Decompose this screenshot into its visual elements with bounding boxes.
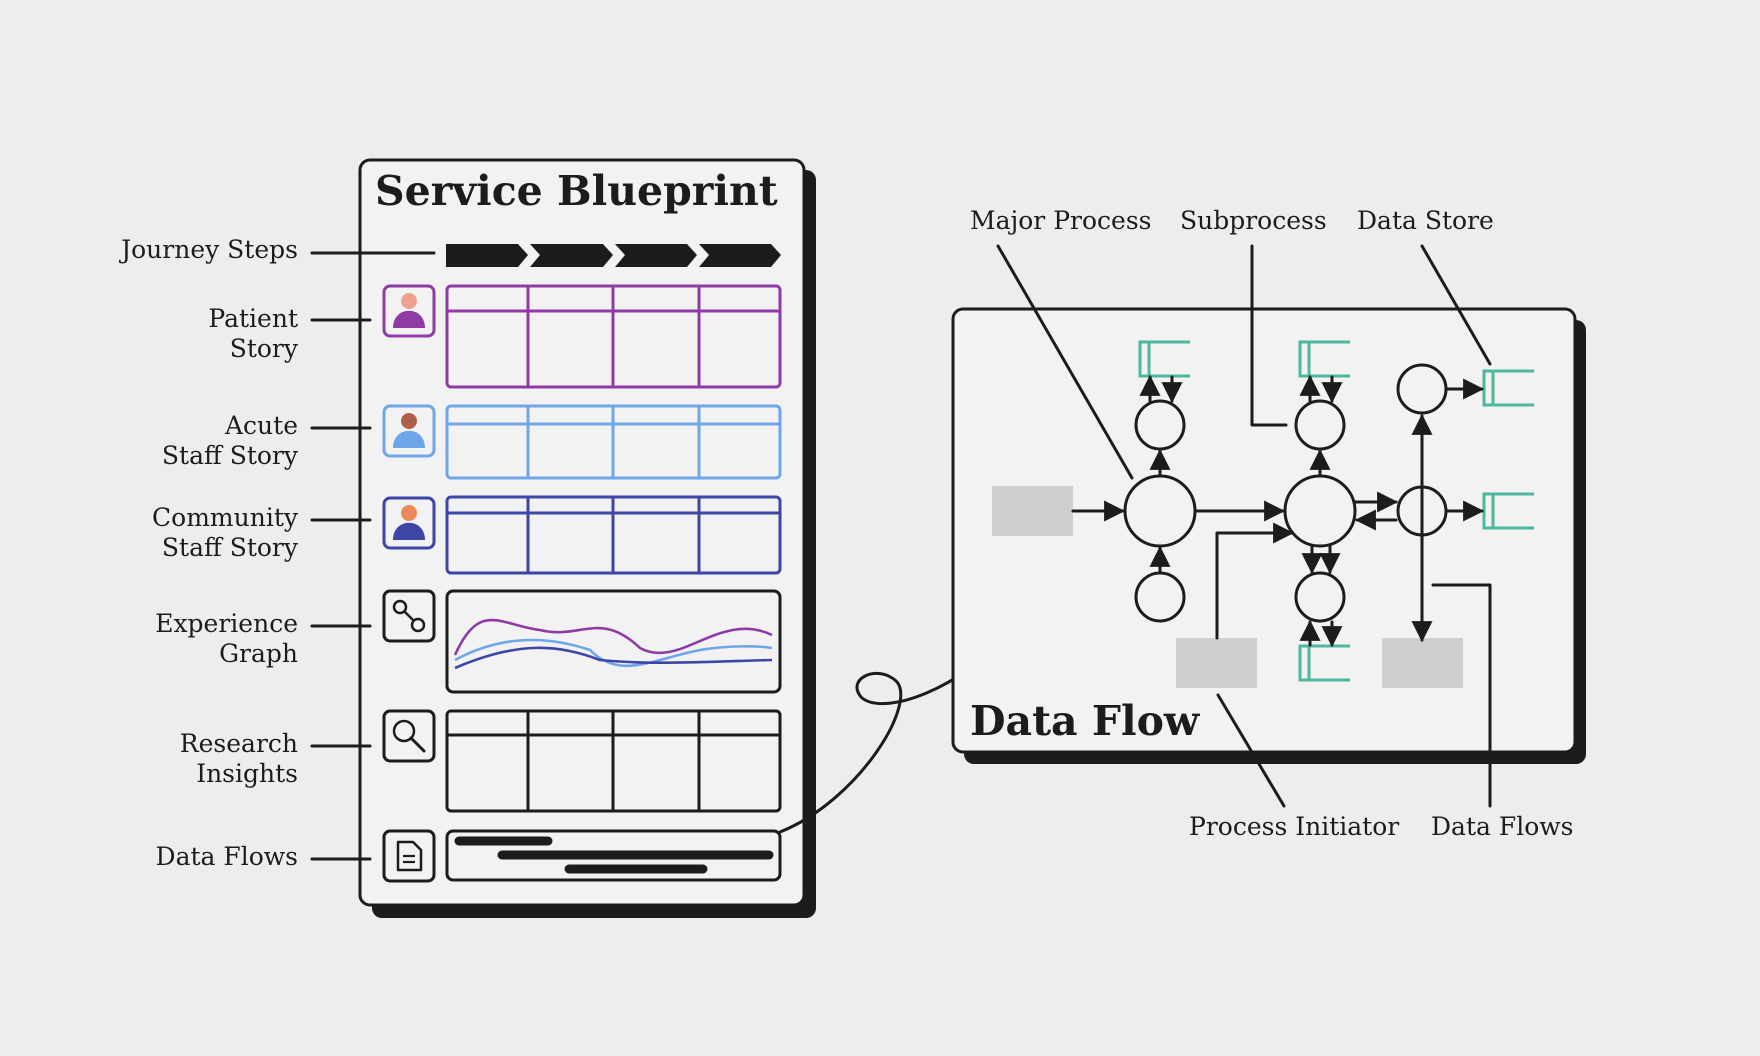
- label-data-flows: Data Flows: [1431, 812, 1573, 841]
- experience-line-community: [454, 646, 773, 670]
- search-icon: [382, 709, 436, 763]
- major-process-node: [1123, 474, 1197, 548]
- label-major-process: Major Process: [970, 206, 1151, 235]
- label-subprocess: Subprocess: [1180, 206, 1327, 235]
- dataflow-labels: Major Process Subprocess Data Store Proc…: [970, 206, 1573, 841]
- person-icon: [382, 496, 436, 550]
- data-flows-panel: [445, 829, 782, 882]
- dataflow-title: Data Flow: [970, 697, 1201, 745]
- connector-arrow: [778, 626, 1017, 834]
- journey-step-2: [530, 244, 613, 267]
- label-data-store: Data Store: [1357, 206, 1494, 235]
- blueprint-title: Service Blueprint: [375, 167, 778, 215]
- journey-steps-bar: [446, 244, 781, 267]
- journey-step-1: [446, 244, 528, 267]
- graph-node-icon: [382, 589, 436, 643]
- row-label-journey-steps: Journey Steps: [118, 235, 298, 264]
- data-flow-arrows: [1071, 374, 1485, 648]
- subprocess-node: [1294, 571, 1346, 623]
- document-icon: [382, 829, 436, 883]
- journey-step-3: [615, 244, 697, 267]
- subprocess-node: [1134, 399, 1186, 451]
- acute-staff-story-table: [445, 404, 782, 480]
- subprocess-node: [1134, 571, 1186, 623]
- row-label-data-flows: Data Flows: [156, 842, 298, 871]
- process-initiator-box: [1176, 638, 1257, 688]
- experience-line-patient: [453, 618, 773, 656]
- person-icon: [382, 284, 436, 338]
- service-blueprint-card: Service Blueprint: [358, 158, 816, 918]
- patient-story-table: [445, 284, 782, 389]
- data-store: [1138, 340, 1190, 378]
- data-store: [1298, 340, 1350, 378]
- experience-graph-panel: [445, 589, 782, 694]
- process-initiator-box: [992, 486, 1073, 536]
- blueprint-card: [358, 158, 806, 907]
- journey-step-4: [699, 244, 781, 267]
- person-icon: [382, 404, 436, 458]
- data-flow-card: Data Flow: [951, 307, 1586, 764]
- label-process-initiator: Process Initiator: [1189, 812, 1399, 841]
- subprocess-node: [1294, 399, 1346, 451]
- subprocess-node: [1396, 363, 1448, 415]
- experience-line-acute: [454, 638, 773, 668]
- community-staff-story-table: [445, 495, 782, 575]
- research-insights-table: [445, 709, 782, 813]
- process-initiator-box: [1382, 638, 1463, 688]
- major-process-node: [1283, 474, 1357, 548]
